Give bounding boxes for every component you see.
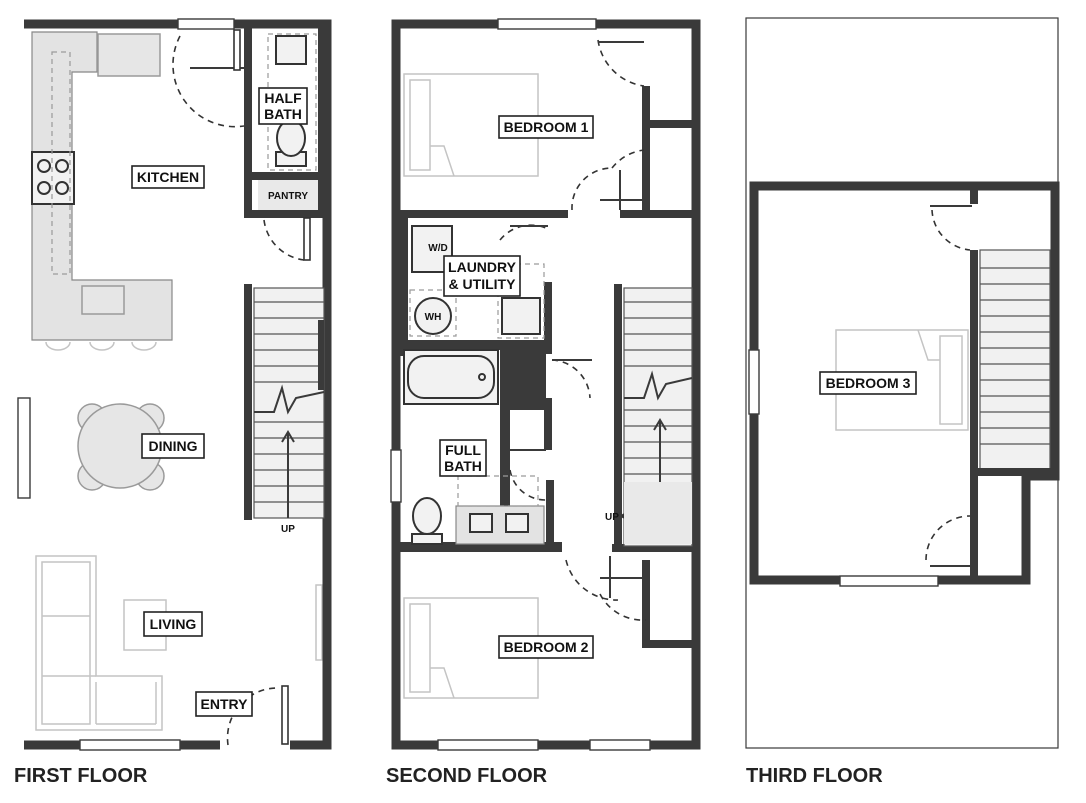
living-label: LIVING: [143, 611, 203, 637]
window: [589, 739, 651, 751]
window: [748, 349, 760, 415]
bedroom1-label: BEDROOM 1: [498, 115, 594, 139]
pantry-label: PANTRY: [268, 191, 308, 202]
utility-sink: [501, 297, 541, 335]
window: [839, 575, 939, 587]
sectional-sofa: [35, 555, 163, 731]
svg-text:BEDROOM 2: BEDROOM 2: [504, 639, 589, 655]
svg-text:BEDROOM 3: BEDROOM 3: [826, 375, 911, 391]
first-floor-plan: KITCHEN HALF BATH PANTRY DINING LIVING E…: [14, 18, 332, 787]
svg-text:DINING: DINING: [149, 438, 198, 454]
window: [390, 449, 402, 503]
second-floor-plan: BEDROOM 1 BEDROOM 2 LAUNDRY & UTILITY FU…: [386, 18, 701, 787]
stair-up-label: UP: [281, 524, 295, 535]
full-bath-toilet: [412, 497, 442, 535]
laundry-label: LAUNDRY & UTILITY: [443, 255, 521, 297]
third-floor-stair: [979, 249, 1051, 471]
bedroom3-label: BEDROOM 3: [819, 371, 917, 395]
svg-text:BEDROOM 1: BEDROOM 1: [504, 119, 589, 135]
full-bath-label: FULL BATH: [439, 439, 487, 477]
bedroom2-label: BEDROOM 2: [498, 635, 594, 659]
kitchen-island-sink: [81, 285, 125, 315]
svg-text:LIVING: LIVING: [150, 616, 197, 632]
svg-text:& UTILITY: & UTILITY: [449, 276, 517, 292]
second-floor-title: SECOND FLOOR: [386, 765, 548, 787]
svg-text:ENTRY: ENTRY: [201, 696, 249, 712]
svg-text:BATH: BATH: [264, 106, 302, 122]
svg-text:HALF: HALF: [264, 90, 302, 106]
svg-text:FULL: FULL: [445, 442, 481, 458]
stair-up-label: UP: [605, 512, 619, 523]
window: [79, 739, 181, 751]
third-floor-plan: BEDROOM 3 THIRD FLOOR: [745, 17, 1060, 787]
third-floor-title: THIRD FLOOR: [746, 765, 883, 787]
tv-console: [315, 584, 323, 661]
dining-table: [77, 403, 165, 491]
entry-label: ENTRY: [195, 691, 253, 717]
window: [17, 397, 31, 499]
svg-text:BATH: BATH: [444, 458, 482, 474]
water-heater: [414, 297, 452, 335]
half-bath-sink: [275, 35, 307, 65]
kitchen-counter: [31, 31, 173, 341]
first-floor-title: FIRST FLOOR: [14, 765, 148, 787]
svg-text:PANTRY: PANTRY: [268, 191, 308, 202]
dining-label: DINING: [141, 433, 205, 459]
svg-text:KITCHEN: KITCHEN: [137, 169, 199, 185]
washer-dryer-label: W/D: [428, 243, 447, 254]
counter-dash: [51, 51, 71, 275]
svg-text:LAUNDRY: LAUNDRY: [448, 259, 517, 275]
kitchen-sink: [97, 33, 161, 77]
window: [437, 739, 539, 751]
window: [497, 18, 597, 30]
water-heater-label: WH: [425, 312, 442, 323]
full-bath-toilet-tank: [411, 533, 443, 545]
cooktop: [31, 151, 75, 205]
window: [177, 18, 235, 30]
kitchen-label: KITCHEN: [131, 165, 205, 189]
half-bath-toilet: [276, 119, 306, 157]
half-bath-label: HALF BATH: [258, 87, 308, 125]
